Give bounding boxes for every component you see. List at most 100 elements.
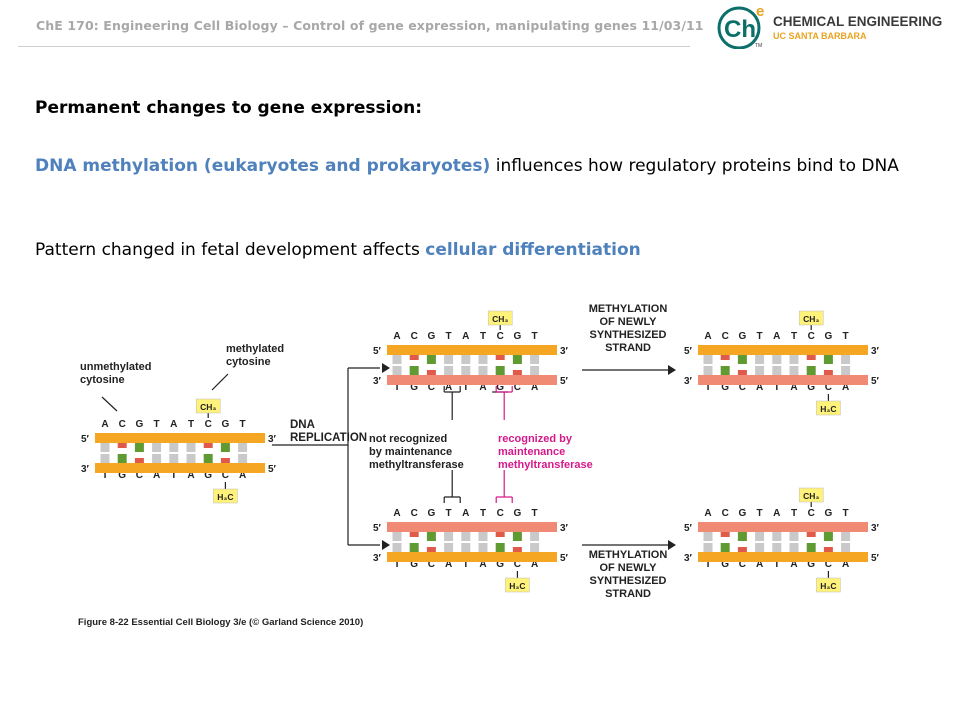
parent-dna-top-peg-8: [220, 443, 230, 452]
daughter-bottom-dna-bottom-peg-1: [392, 543, 402, 552]
daughter-bottom-dna-bottom-3prime: 3′: [373, 553, 382, 564]
daughter-top-dna-top-peg-7: [495, 355, 505, 360]
daughter-bottom-dna-top-letter-3: G: [428, 508, 436, 519]
parent-dna-bottom-letter-4: A: [153, 470, 160, 481]
product-bottom-dna-top-letter-7: C: [808, 508, 815, 519]
parent-dna-bottom-peg-9: [238, 454, 248, 463]
branch-bottom-arrowhead: [382, 540, 390, 550]
product-bottom-dna-bottom-peg-6: [789, 543, 799, 552]
daughter-bottom-dna-bottom-backbone: [387, 552, 557, 562]
product-bottom-dna-top-peg-4: [755, 532, 765, 541]
parent-dna-bottom-letter-3: C: [136, 470, 143, 481]
product-bottom-dna-top-peg-7: [806, 532, 816, 537]
daughter-top-dna-bottom-letter-8: C: [514, 382, 521, 393]
product-top-dna-top-peg-3: [737, 355, 747, 364]
daughter-top-dna-top-letter-9: T: [532, 331, 538, 342]
product-bottom-dna-top-3prime: 3′: [871, 523, 880, 534]
product-top-dna-top-peg-7: [806, 355, 816, 360]
parent-dna-top-5prime: 5′: [81, 434, 90, 445]
product-bottom-dna-top-5prime: 5′: [684, 523, 693, 534]
product-bottom-dna-top-letter-6: T: [791, 508, 797, 519]
parent-dna-bottom-peg-1: [100, 454, 110, 463]
product-bottom-dna-bottom-letter-6: A: [790, 559, 797, 570]
daughter-top-dna-bottom-letter-1: T: [394, 382, 400, 393]
product-top-dna-top-letter-9: T: [843, 331, 849, 342]
daughter-bottom-dna-bottom-letter-6: A: [479, 559, 486, 570]
daughter-top-dna-top-letter-8: G: [514, 331, 522, 342]
parent-dna-top-ch3-text: CH₃: [200, 402, 216, 412]
product-bottom-dna-bottom-peg-9: [841, 543, 851, 552]
daughter-bottom-dna-bottom-peg-9: [530, 543, 540, 552]
product-top-dna-top-peg-9: [841, 355, 851, 364]
methylated-cytosine-label-line-1: methylated: [226, 343, 284, 355]
daughter-bottom-dna-bottom-peg-8: [512, 547, 522, 552]
daughter-top-dna-bottom-letter-7: G: [496, 382, 504, 393]
product-bottom-dna-bottom-letter-5: T: [774, 559, 780, 570]
unmethylated-cytosine-label-line-1: unmethylated: [80, 361, 152, 373]
logo-line2: UC SANTA BARBARA: [773, 31, 867, 41]
daughter-bottom-dna-top-5prime: 5′: [373, 523, 382, 534]
product-bottom-dna-bottom-letter-9: A: [842, 559, 849, 570]
product-top-dna-top-peg-1: [703, 355, 713, 364]
daughter-top-dna-bottom-peg-4: [444, 366, 454, 375]
daughter-bottom-dna-top-peg-3: [426, 532, 436, 541]
daughter-top-dna-bottom-peg-8: [512, 370, 522, 375]
parent-dna-bottom-letter-6: A: [187, 470, 194, 481]
parent-dna-top-3prime: 3′: [268, 434, 277, 445]
parent-dna-bottom-peg-7: [203, 454, 213, 463]
parent-dna-top-letter-4: T: [154, 419, 160, 430]
product-top-dna-bottom-5prime: 5′: [871, 376, 880, 387]
daughter-bottom-dna-top-letter-5: A: [462, 508, 469, 519]
parent-dna-top-peg-7: [203, 443, 213, 448]
methylation-label-top-line-1: METHYLATION: [589, 303, 668, 315]
daughter-top-dna-top-peg-8: [512, 355, 522, 364]
product-bottom-dna-bottom-h3c-text: H₃C: [820, 581, 836, 591]
product-top-dna-top-ch3-box: [798, 310, 824, 326]
daughter-top-dna-top-backbone: [387, 345, 557, 355]
parent-dna-top-letter-3: G: [136, 419, 144, 430]
product-top-dna-bottom-peg-3: [737, 370, 747, 375]
methylation-label-top-line-3: SYNTHESIZED: [589, 329, 666, 341]
methylation-label-bottom-line-4: STRAND: [605, 588, 651, 600]
parent-dna-bottom-letter-2: G: [118, 470, 126, 481]
product-bottom-dna-bottom-5prime: 5′: [871, 553, 880, 564]
parent-dna-bottom-letter-8: C: [222, 470, 229, 481]
product-top-dna-bottom-h3c-text: H₃C: [820, 404, 836, 414]
parent-dna-top-peg-2: [117, 443, 127, 448]
daughter-top-dna-bottom-peg-3: [426, 370, 436, 375]
parent-dna-top-peg-5: [169, 443, 179, 452]
daughter-bottom-dna-bottom-letter-9: A: [531, 559, 538, 570]
parent-dna-bottom-3prime: 3′: [81, 464, 90, 475]
product-bottom-dna-top-peg-1: [703, 532, 713, 541]
product-bottom-dna-bottom-backbone: [698, 552, 868, 562]
daughter-bottom-dna-bottom-letter-1: T: [394, 559, 400, 570]
product-top-dna-bottom-letter-7: G: [807, 382, 815, 393]
methylation-label-top-line-4: STRAND: [605, 342, 651, 354]
daughter-top-dna-bottom-backbone: [387, 375, 557, 385]
daughter-top-dna-top-letter-7: C: [497, 331, 504, 342]
recognized-label-line-3: methyltransferase: [498, 459, 593, 471]
product-bottom-dna-top-letter-3: G: [739, 508, 747, 519]
daughter-top-dna-top-letter-4: T: [446, 331, 452, 342]
daughter-top-dna-bottom-peg-9: [530, 366, 540, 375]
product-bottom-dna-bottom-letter-1: T: [705, 559, 711, 570]
slide-header-title: ChE 170: Engineering Cell Biology – Cont…: [36, 18, 704, 33]
daughter-top-dna-top-ch3-text: CH₃: [492, 314, 508, 324]
product-bottom-dna-bottom-peg-5: [772, 543, 782, 552]
parent-dna-top-backbone: [95, 433, 265, 443]
daughter-bottom-dna-bottom-peg-7: [495, 543, 505, 552]
product-top-dna-top-peg-5: [772, 355, 782, 364]
daughter-bottom-dna-top-letter-8: G: [514, 508, 522, 519]
daughter-bottom-dna-top-peg-2: [409, 532, 419, 537]
parent-dna-bottom-peg-4: [152, 454, 162, 463]
product-bottom-dna-top-letter-2: C: [722, 508, 729, 519]
methylated-cytosine-label-line-2: cytosine: [226, 356, 271, 368]
product-top-dna-top-letter-4: T: [757, 331, 763, 342]
product-top-dna-bottom-3prime: 3′: [684, 376, 693, 387]
daughter-top-dna-top-letter-5: A: [462, 331, 469, 342]
che-logo: Ch e TM CHEMICAL ENGINEERING UC SANTA BA…: [717, 3, 942, 49]
parent-dna-top-letter-5: A: [170, 419, 177, 430]
product-top-dna-top-5prime: 5′: [684, 346, 693, 357]
slide-paragraph-1: DNA methylation (eukaryotes and prokaryo…: [35, 154, 915, 178]
